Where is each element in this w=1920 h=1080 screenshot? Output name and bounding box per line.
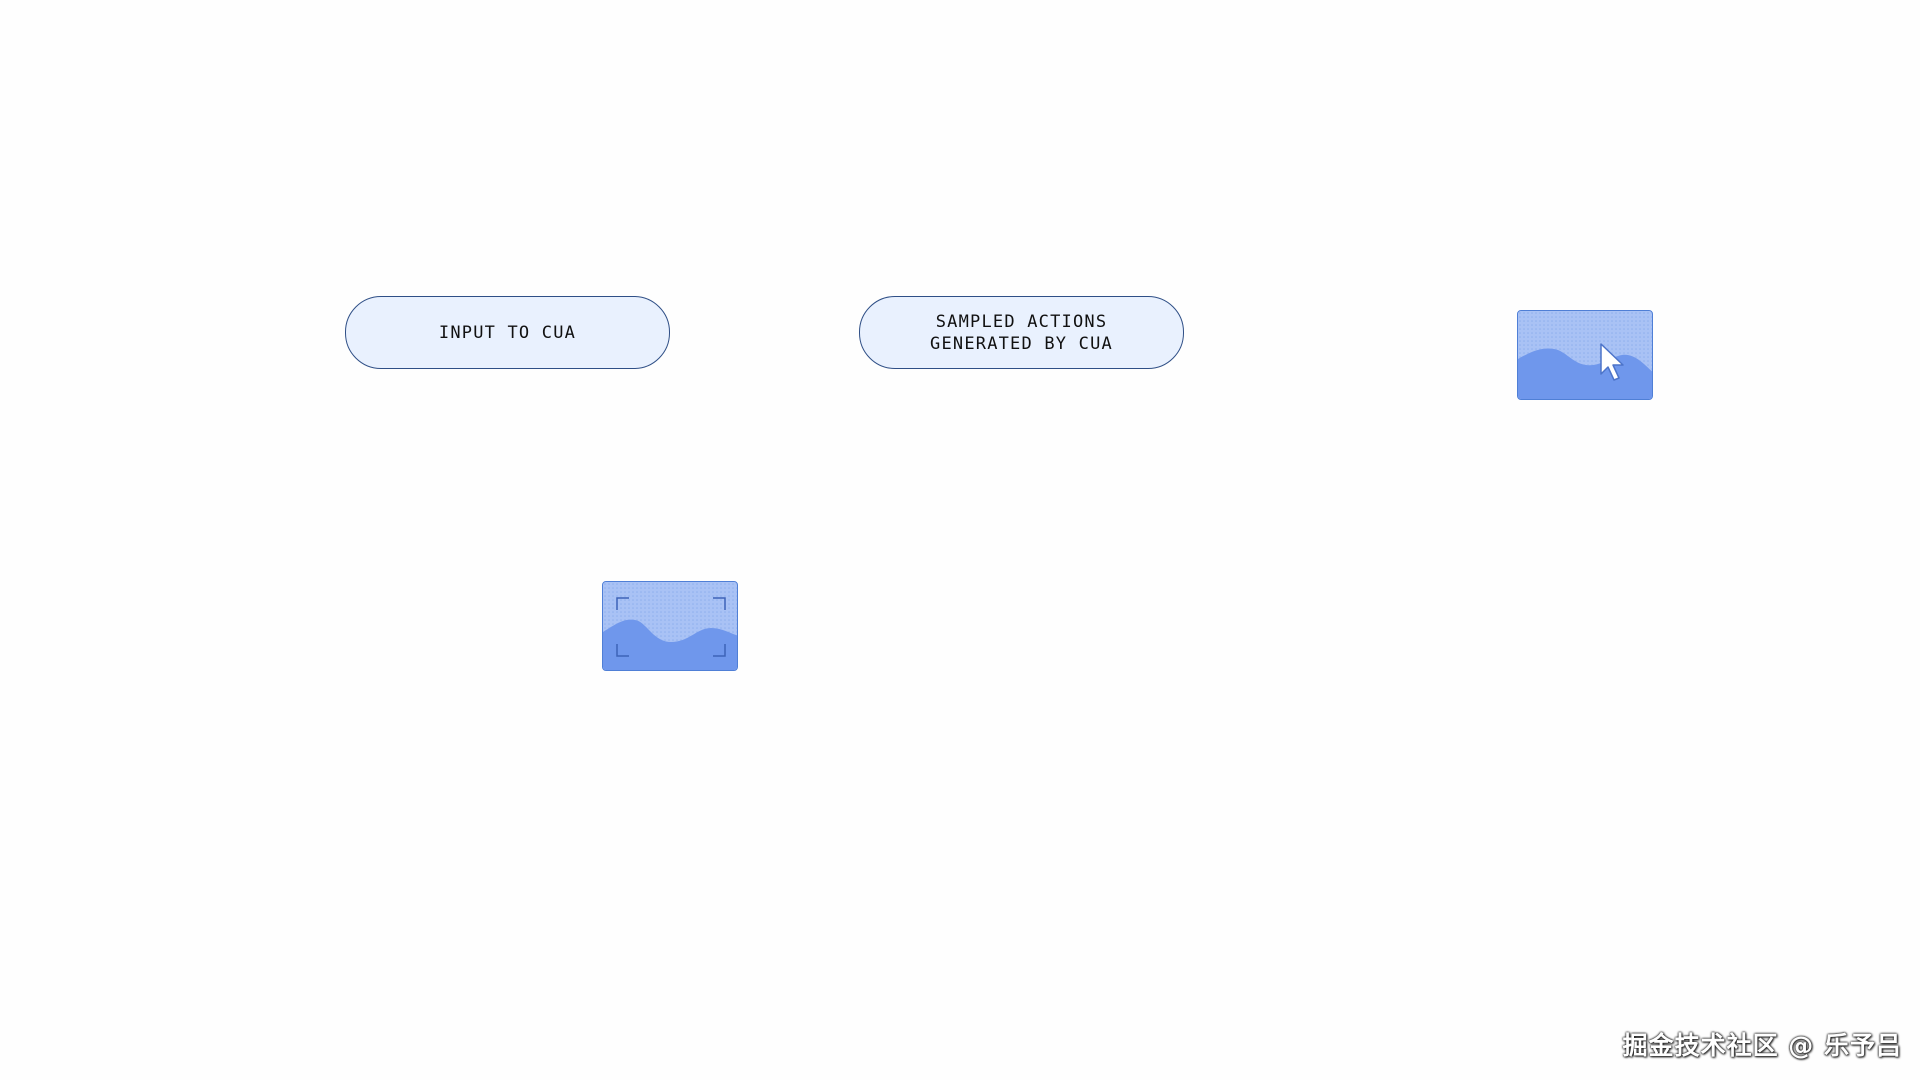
sampled-actions-line2: GENERATED BY CUA bbox=[930, 333, 1113, 354]
screenshot-with-cursor-icon bbox=[1517, 310, 1653, 400]
screenshot-capture-icon bbox=[602, 581, 738, 671]
cursor-arrow-icon bbox=[1600, 343, 1624, 381]
capture-frame-corners bbox=[616, 597, 726, 657]
sampled-actions-line1: SAMPLED ACTIONS bbox=[935, 311, 1108, 332]
watermark-text: 掘金技术社区 @ 乐予吕 bbox=[1622, 1031, 1902, 1060]
input-to-cua-text: INPUT TO CUA bbox=[438, 322, 577, 343]
screenshot-capture-graphic bbox=[603, 582, 737, 670]
input-to-cua-label: INPUT TO CUA bbox=[345, 296, 670, 369]
sampled-actions-label: SAMPLED ACTIONS GENERATED BY CUA bbox=[859, 296, 1184, 369]
screenshot-with-cursor-graphic bbox=[1518, 311, 1652, 399]
